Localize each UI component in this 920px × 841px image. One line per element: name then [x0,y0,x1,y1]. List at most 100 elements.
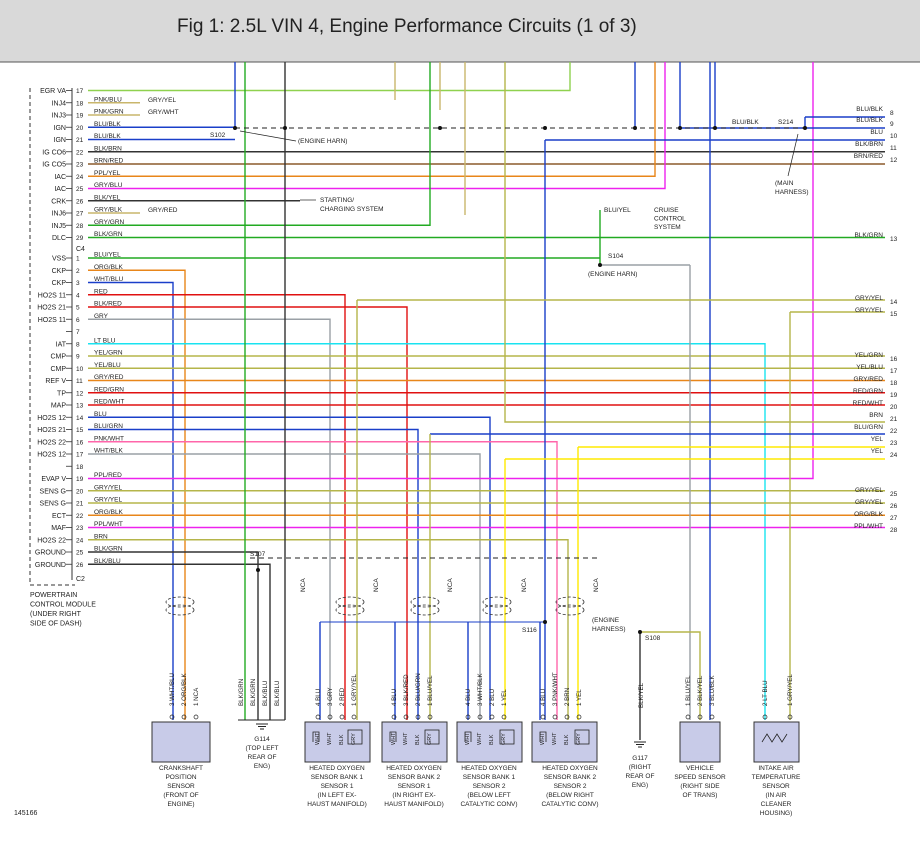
component-internal-wire: GRY [351,733,357,745]
callout-blu-blk: BLU/BLK [732,119,759,126]
pcm-pin-number: 18 [76,100,84,107]
pcm-pin-label: ECT [52,513,67,520]
component-label: POSITION [165,774,196,781]
pcm-pin-number: 6 [76,317,80,324]
component-label: SENSOR [167,783,195,790]
shield-icon [335,596,365,616]
component-pin-label: 2 RED [339,687,346,706]
right-reference-number: 28 [890,527,898,534]
splice-dot [543,126,547,130]
component-internal-wire: WHT [327,732,333,745]
component-pin-label: 2 ORG/BLK [181,672,188,706]
callout-gry-red: GRY/RED [148,207,178,214]
callout-main-harness: (MAIN [775,180,794,187]
component-internal-wire: WHT [403,732,409,745]
component-pin-label: 3 BLU/BLK [709,675,716,706]
wire-g117-feed [640,631,701,720]
callout-starting-charging: CHARGING SYSTEM [320,206,384,213]
pcm-pin-number: 7 [76,329,80,336]
wire-h22b [88,539,569,720]
pcm-pin-number: 20 [76,125,84,132]
pcm-pin-wire-color: BRN [94,533,108,540]
pcm-pin-wire-color: WHT/BLU [94,276,124,283]
component-pin-label: 2 BRN [564,688,571,706]
component-pin-label: 1 YEL [501,689,508,706]
right-reference-number: 11 [890,145,897,152]
wire-h21a [88,306,408,720]
wire-brn-trunk [504,62,885,423]
pcm-pin-wire-color: GRY/RED [94,374,124,381]
component-label: (IN RIGHT EX- [392,792,435,799]
component-label: HOUSING) [760,810,793,817]
pcm-pin-wire-color: RED [94,288,108,295]
pcm-pin-label: GROUND [35,550,66,557]
wire-evap [88,62,814,480]
splice-dot [713,126,717,130]
pcm-pin-label: INJ3 [52,113,67,120]
pcm-pin-wire-color: PNK/BLU [94,96,122,103]
wire-egr [88,62,571,92]
pcm-module-label-line: SIDE OF DASH) [30,621,82,628]
pcm-pin-label: TP [57,390,66,397]
pcm-pin-number: 2 [76,268,80,275]
right-reference-wire: ORG/BLK [854,511,884,518]
pcm-pin-number: 17 [76,88,84,95]
pcm-module-label-line: CONTROL MODULE [30,602,96,609]
component-pin-label: 2 BLU [489,689,496,706]
component-label: (BELOW RIGHT [546,792,594,799]
component-label: SENSOR BANK 1 [311,774,364,781]
ground-g114-label: G114 [254,736,270,743]
wire-h12a [88,416,491,720]
pcm-pin-label: GROUND [35,562,66,569]
pcm-pin-wire-color: BLK/BLU [94,558,121,565]
right-reference-number: 21 [890,416,898,423]
ground-g114-wire: BLK/BLU [262,681,269,706]
component-label: SENSOR 2 [554,783,587,790]
pcm-pin-wire-color: YEL/GRN [94,350,123,357]
ground-g117-label: REAR OF [626,773,655,780]
splice-dot [233,126,237,130]
component-label: ENGINE) [167,801,194,808]
component-label: SENSOR BANK 1 [463,774,516,781]
pcm-pin-label: IG CO6 [42,149,66,156]
callout-blu-yel: BLU/YEL [604,207,631,214]
right-reference-number: 10 [890,133,898,140]
component-label: (FRONT OF [163,792,198,799]
pcm-pin-label: HO2S 21 [37,427,66,434]
callout-engine-harn: (ENGINE HARN) [588,271,637,278]
component-internal-wire: WHT [552,732,558,745]
splice-dot [633,126,637,130]
pcm-pin-wire-color: WHT/BLK [94,448,124,455]
pcm-pin-wire-color: LT BLU [94,337,116,344]
component-label: CLEANER [761,801,792,808]
wire-h21b [88,428,419,720]
pcm-pin-wire-color: YEL/BLU [94,362,121,369]
splice-dot [438,126,442,130]
component-label: HEATED OXYGEN [386,765,442,772]
wire-h12b [88,453,481,720]
pcm-pin-number: 9 [76,354,80,361]
component-label: (IN AIR [766,792,787,799]
pcm-pin-number: 10 [76,366,84,373]
pcm-pin-label: IGN [54,125,66,132]
right-reference-number: 8 [890,110,894,117]
splice-dot [283,126,287,130]
component-pin-label: 1 BLU/YEL [427,675,434,706]
component-label: INTAKE AIR [758,765,794,772]
